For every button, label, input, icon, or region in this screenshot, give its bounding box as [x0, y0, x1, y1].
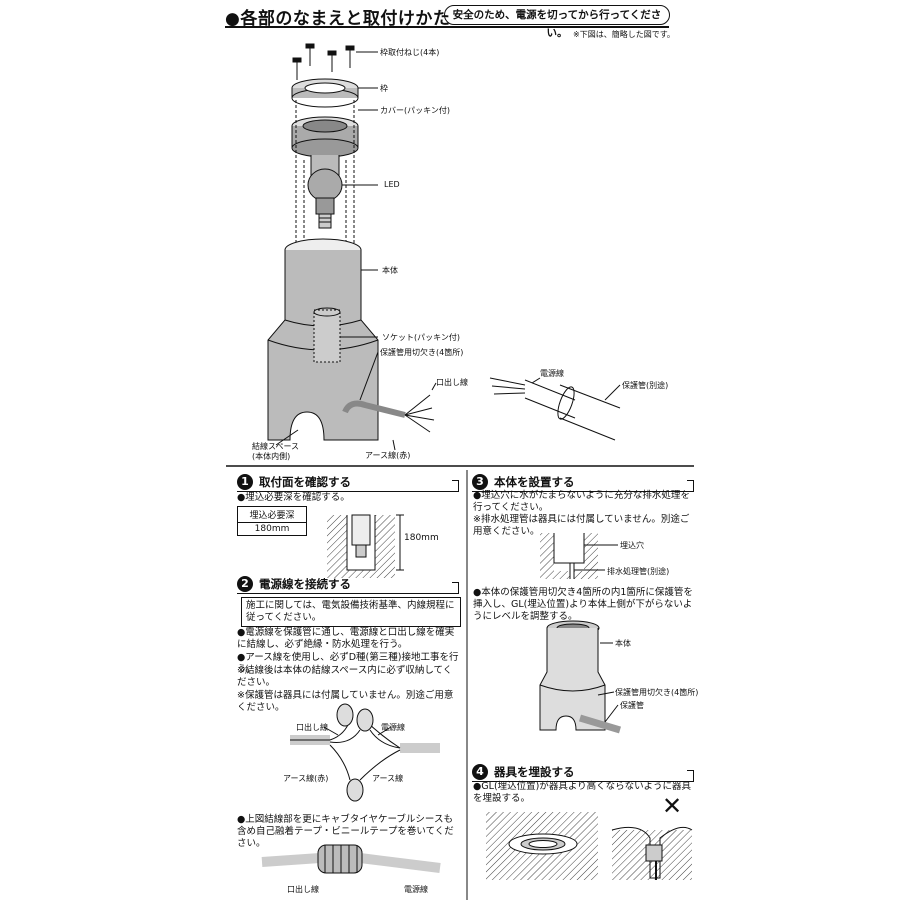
- safety-notice: 安全のため、電源を切ってから行ってください。: [444, 5, 670, 39]
- step4-number: 4: [472, 764, 488, 780]
- cable-out: [342, 394, 435, 433]
- main-body: [267, 238, 379, 441]
- fig1-earth-red: アース線(赤): [283, 774, 329, 783]
- step2-number: 2: [237, 576, 253, 592]
- label-wiring-space: 結線スペース: [252, 442, 300, 451]
- step1-number: 1: [237, 474, 253, 490]
- step2-line1: ●電源線を保護管に通し、電源線と口出し線を確実に結線し、必ず絶縁・防水処理を行う…: [237, 627, 455, 650]
- label-wiring-space-sub: (本体内側): [252, 452, 291, 461]
- step4-title: 器具を埋設する: [494, 765, 575, 779]
- step2-line5: ●上図結線部を更にキャブタイヤケーブルシースも含め自己融着テープ・ビニールテープ…: [237, 814, 454, 849]
- step1-text: ●埋込必要深を確認する。: [237, 492, 350, 503]
- step1-title: 取付面を確認する: [259, 475, 351, 489]
- step3-line1: ●埋込穴に水がたまらないように充分な排水処理を行ってください。: [473, 490, 690, 513]
- label-power-cable: 電源線: [540, 369, 564, 378]
- step4-line1: ●GL(埋込位置)が器具より高くならないように器具を埋設する。: [473, 781, 691, 804]
- label-notch: 保護管用切欠き(4箇所): [380, 348, 464, 357]
- label-led: LED: [384, 180, 400, 189]
- step2-line4: ※保護管は器具には付属していません。別途ご用意ください。: [237, 690, 454, 713]
- step1-heading: 1 取付面を確認する: [237, 474, 459, 492]
- label-protect-pipe: 保護管(別途): [622, 381, 669, 390]
- depth-dimension: 180mm: [404, 533, 439, 543]
- step4-heading: 4 器具を埋設する: [472, 764, 694, 782]
- wire-nut-icon: [336, 703, 374, 802]
- frame-ring: [291, 78, 359, 108]
- label-lead-wire: 口出し線: [436, 378, 468, 387]
- header-rule: [225, 26, 669, 28]
- fig2-power-cable: 電源線: [404, 885, 428, 894]
- step3-line2: ※排水処理管は器具には付属していません。別途ご用意ください。: [473, 514, 690, 537]
- fig2-lead-wire: 口出し線: [287, 885, 319, 894]
- label-hole: 埋込穴: [620, 541, 644, 550]
- exploded-parts-diagram: [226, 43, 694, 900]
- page-title: ●各部のなまえと取付けかた: [225, 9, 451, 29]
- step2-line3: ※結線後は本体の結線スペース内に必ず収納してください。: [237, 665, 453, 688]
- tape-wrap-icon: [317, 844, 363, 874]
- screw-icon: [292, 43, 355, 80]
- cable-with-pipe: [489, 377, 621, 441]
- label-screws: 枠取付ねじ(4本): [380, 48, 440, 57]
- diagram-note: ※下図は、簡略した図です。: [573, 30, 675, 39]
- label-drain: 排水処理管(別途): [607, 567, 670, 576]
- step3-title: 本体を設置する: [494, 475, 575, 489]
- label-body: 本体: [382, 266, 398, 275]
- fig1-lead-wire: 口出し線: [296, 723, 328, 732]
- step2-line2: ●アース線を使用し、必ずD種(第三種)接地工事を行う。: [237, 652, 459, 675]
- step3-number: 3: [472, 474, 488, 490]
- depth-table: 埋込必要深 180mm: [237, 506, 307, 536]
- step2-regulation-box: 施工に関しては、電気設備技術基準、内線規程に従ってください。: [241, 597, 461, 627]
- step2-heading: 2 電源線を接続する: [237, 576, 459, 594]
- label-install-pipe: 保護管: [620, 701, 644, 710]
- step2-title: 電源線を接続する: [259, 577, 351, 591]
- label-cover: カバー(パッキン付): [380, 106, 451, 115]
- depth-table-value: 180mm: [237, 522, 307, 536]
- step3-line3: ●本体の保護管用切欠き4箇所の内1箇所に保護管を挿入し、GL(埋込位置)より本体…: [473, 587, 693, 622]
- ng-mark-icon: ✕: [662, 792, 683, 820]
- label-frame: 枠: [380, 84, 388, 93]
- fig1-power-cable: 電源線: [381, 723, 405, 732]
- label-earth-wire: アース線(赤): [365, 451, 411, 460]
- label-install-body: 本体: [615, 639, 631, 648]
- step3-heading: 3 本体を設置する: [472, 474, 694, 492]
- label-install-notch: 保護管用切欠き(4箇所): [615, 688, 699, 697]
- fig1-earth: アース線: [372, 774, 404, 783]
- label-socket: ソケット(パッキン付): [382, 333, 461, 342]
